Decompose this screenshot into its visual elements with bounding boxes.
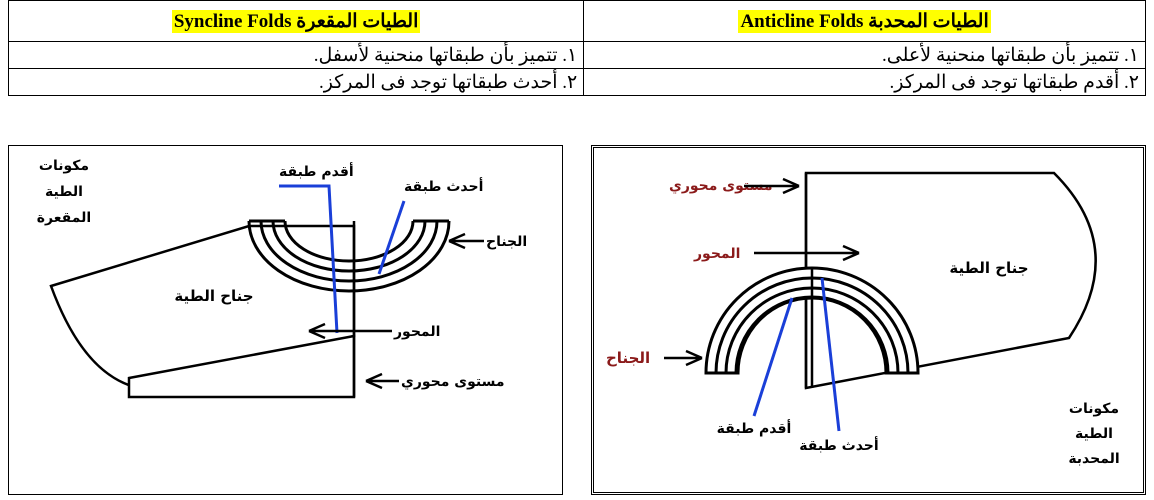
newest-layer-pointer (377, 200, 406, 275)
anticline-title-ar: الطيات المحدبة (868, 10, 989, 32)
anticline-oldest-layer-label: أقدم طبقة (717, 419, 792, 437)
syncline-header-cell: الطيات المقعرة Syncline Folds (7, 0, 585, 42)
syncline-point-2: ٢. أحدث طبقاتها توجد فى المركز. (7, 68, 585, 96)
anticline-axial-plane-arrow (744, 177, 800, 195)
table-row: ٢. أحدث طبقاتها توجد فى المركز. ٢. أقدم … (7, 68, 1146, 96)
anticline-diagram-panel: مستوى محوري المحور جناح الطية الجناح أقد… (591, 145, 1146, 495)
anticline-fold-wing-label: جناح الطية (949, 259, 1028, 277)
syncline-components-line-3: المقعرة (37, 210, 91, 226)
syncline-oldest-layer-label: أقدم طبقة (279, 162, 354, 180)
anticline-title-en: Anticline Folds (740, 10, 864, 32)
anticline-header-cell: الطيات المحدبة Anticline Folds (583, 0, 1146, 42)
anticline-components-line-3: المحدبة (1068, 451, 1119, 467)
anticline-axis-label: المحور (693, 246, 740, 262)
syncline-components-line-2: الطية (45, 184, 83, 200)
oldest-layer-pointer (279, 184, 339, 334)
syncline-title-ar: الطيات المقعرة (296, 10, 419, 32)
syncline-wing-label: الجناح (486, 234, 527, 250)
syncline-fold-wing-label: جناح الطية (174, 287, 253, 305)
syncline-title: الطيات المقعرة Syncline Folds (171, 9, 421, 33)
comparison-table: الطيات المقعرة Syncline Folds الطيات الم… (7, 0, 1146, 96)
syncline-components-line-1: مكونات (39, 158, 89, 174)
syncline-axis-arrow (308, 322, 392, 340)
anticline-title: الطيات المحدبة Anticline Folds (738, 9, 991, 33)
syncline-title-en: Syncline Folds (173, 10, 292, 32)
anticline-components-line-2: الطية (1075, 426, 1113, 442)
syncline-axial-plane-label: مستوى محوري (401, 374, 505, 391)
syncline-point-1: ١. تتميز بأن طبقاتها منحنية لأسفل. (7, 41, 585, 69)
anticline-point-1: ١. تتميز بأن طبقاتها منحنية لأعلى. (583, 41, 1146, 69)
anticline-axial-plane-label: مستوى محوري (669, 178, 773, 195)
anticline-components-line-1: مكونات (1069, 401, 1119, 417)
anticline-newest-layer-label: أحدث طبقة (799, 436, 878, 454)
anticline-point-2: ٢. أقدم طبقاتها توجد فى المركز. (583, 68, 1146, 96)
newest-layer-pointer (820, 277, 841, 432)
table-header-row: الطيات المقعرة Syncline Folds الطيات الم… (7, 0, 1146, 42)
oldest-layer-pointer (752, 297, 794, 417)
anticline-axis-arrow (754, 244, 860, 262)
syncline-wing-arrow (448, 232, 484, 250)
syncline-diagram-panel: أقدم طبقة أحدث طبقة مكونات الطية المقعرة… (8, 145, 563, 495)
anticline-diagram: مستوى محوري المحور جناح الطية الجناح أقد… (606, 171, 1120, 467)
syncline-layers (247, 219, 451, 293)
syncline-diagram: أقدم طبقة أحدث طبقة مكونات الطية المقعرة… (37, 158, 527, 399)
syncline-newest-layer-label: أحدث طبقة (404, 177, 483, 195)
anticline-wing-label: الجناح (606, 349, 650, 367)
syncline-axial-plane-arrow (365, 372, 399, 390)
syncline-axis-label: المحور (393, 324, 440, 340)
anticline-wing-arrow (664, 349, 703, 367)
table-row: ١. تتميز بأن طبقاتها منحنية لأسفل. ١. تت… (7, 41, 1146, 69)
